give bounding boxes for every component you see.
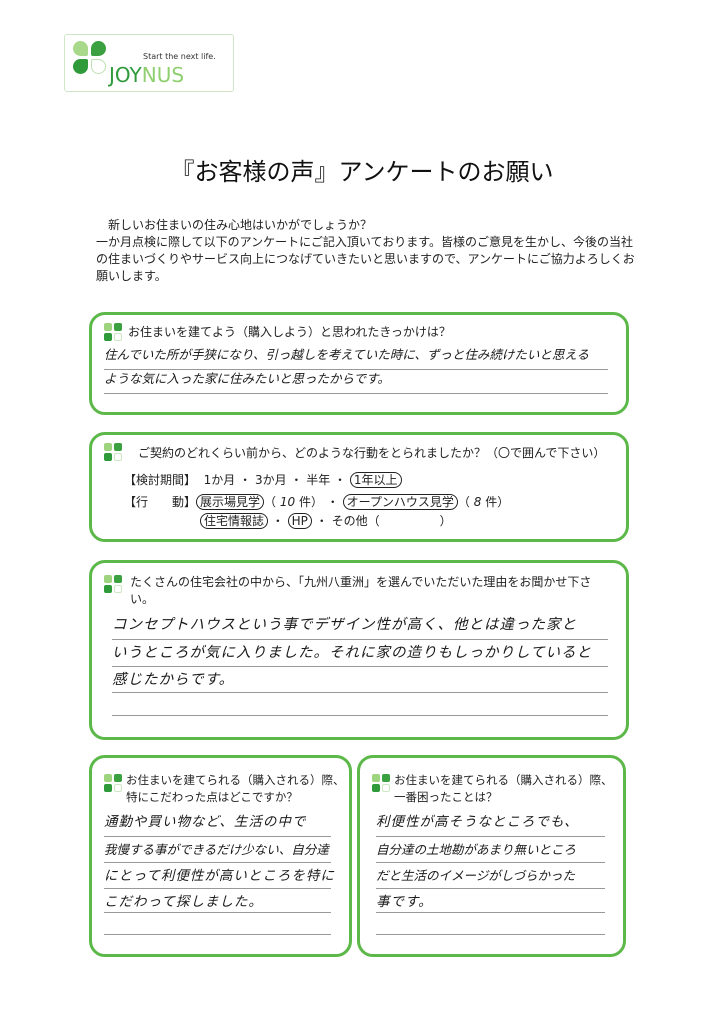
action-other[interactable]: その他（ ） [331, 514, 452, 528]
answer-4-line-3: にとって利便性が高いところを特に [104, 868, 335, 884]
answer-4-line-1: 通勤や買い物など、生活の中で [104, 814, 307, 830]
action-hp[interactable]: HP [287, 513, 312, 529]
question-box-2: ご契約のどれくらい前から、どのような行動をとられましたか？（〇で囲んで下さい） … [89, 432, 629, 542]
period-option[interactable]: 1か月 [203, 473, 236, 487]
clover-icon [104, 443, 122, 461]
clover-icon [372, 774, 390, 792]
intro-text: 新しいお住まいの住み心地はいかがでしょうか？一か月点検に際して以下のアンケートに… [96, 218, 635, 283]
question-4: お住まいを建てられる（購入される）際、特にこだわった点はどこですか？ [126, 773, 345, 804]
answer-3-line-3: 感じたからです。 [112, 672, 235, 688]
answer-3-line-1: コンセプトハウスという事でデザイン性が高く、他とは違った家と [112, 617, 577, 633]
page-title: 『お客様の声』アンケートのお願い [170, 158, 554, 186]
period-option[interactable]: 3か月 [254, 473, 287, 487]
answer-5-line-3: だと生活のイメージがしづらかった [376, 868, 576, 883]
action-row: 【行 動】展示場見学（ 10 件） ・ オープンハウス見学（ 8 件） [124, 494, 510, 510]
question-box-5: お住まいを建てられる（購入される）際、一番困ったことは？ 利便性が高そうなところ… [357, 755, 626, 957]
question-box-1: お住まいを建てよう（購入しよう）と思われたきっかけは？ 住んでいた所が手狭になり… [89, 312, 629, 415]
action-row-2: 住宅情報誌 ・ HP ・ その他（ ） [200, 512, 452, 529]
answer-1-line-1: 住んでいた所が手狭になり、引っ越しを考えていた時に、ずっと住み続けたいと思える [104, 347, 590, 362]
logo-tagline: Start the next life. [143, 52, 216, 61]
period-option[interactable]: 半年 [306, 473, 331, 487]
joynus-logo: Start the next life. JOYNUS [64, 34, 234, 92]
period-option-selected[interactable]: 1年以上 [349, 472, 402, 488]
answer-5-line-1: 利便性が高そうなところでも、 [376, 814, 579, 830]
clover-icon [104, 323, 122, 341]
question-1: お住まいを建てよう（購入しよう）と思われたきっかけは？ [128, 325, 451, 339]
question-box-4: お住まいを建てられる（購入される）際、特にこだわった点はどこですか？ 通勤や買い… [89, 755, 352, 957]
answer-1-line-2: ような気に入った家に住みたいと思ったからです。 [104, 371, 390, 386]
question-box-3: たくさんの住宅会社の中から、「九州八重洲」を選んでいただいた理由をお聞かせ下さい… [89, 560, 629, 740]
action-showroom[interactable]: 展示場見学 [196, 494, 265, 510]
answer-4-line-2: 我慢する事ができるだけ少ない、自分達 [104, 842, 329, 857]
clover-icon [104, 575, 122, 593]
answer-4-line-4: こだわって探しました。 [104, 894, 263, 910]
clover-icon [104, 774, 122, 792]
action-magazine[interactable]: 住宅情報誌 [200, 513, 269, 529]
action-open-house[interactable]: オープンハウス見学 [342, 494, 458, 510]
logo-name: JOYNUS [109, 63, 185, 87]
question-2: ご契約のどれくらい前から、どのような行動をとられましたか？（〇で囲んで下さい） [138, 446, 606, 460]
question-3: たくさんの住宅会社の中から、「九州八重洲」を選んでいただいた理由をお聞かせ下さい… [130, 575, 592, 606]
answer-5-line-2: 自分達の土地勘があまり無いところ [376, 842, 577, 857]
answer-3-line-2: いうところが気に入りました。それに家の造りもしっかりしていると [112, 645, 593, 661]
question-5: お住まいを建てられる（購入される）際、一番困ったことは？ [394, 773, 613, 804]
period-row: 【検討期間】 1か月 ・ 3か月 ・ 半年 ・ 1年以上 [124, 471, 402, 488]
answer-5-line-4: 事です。 [376, 894, 433, 910]
